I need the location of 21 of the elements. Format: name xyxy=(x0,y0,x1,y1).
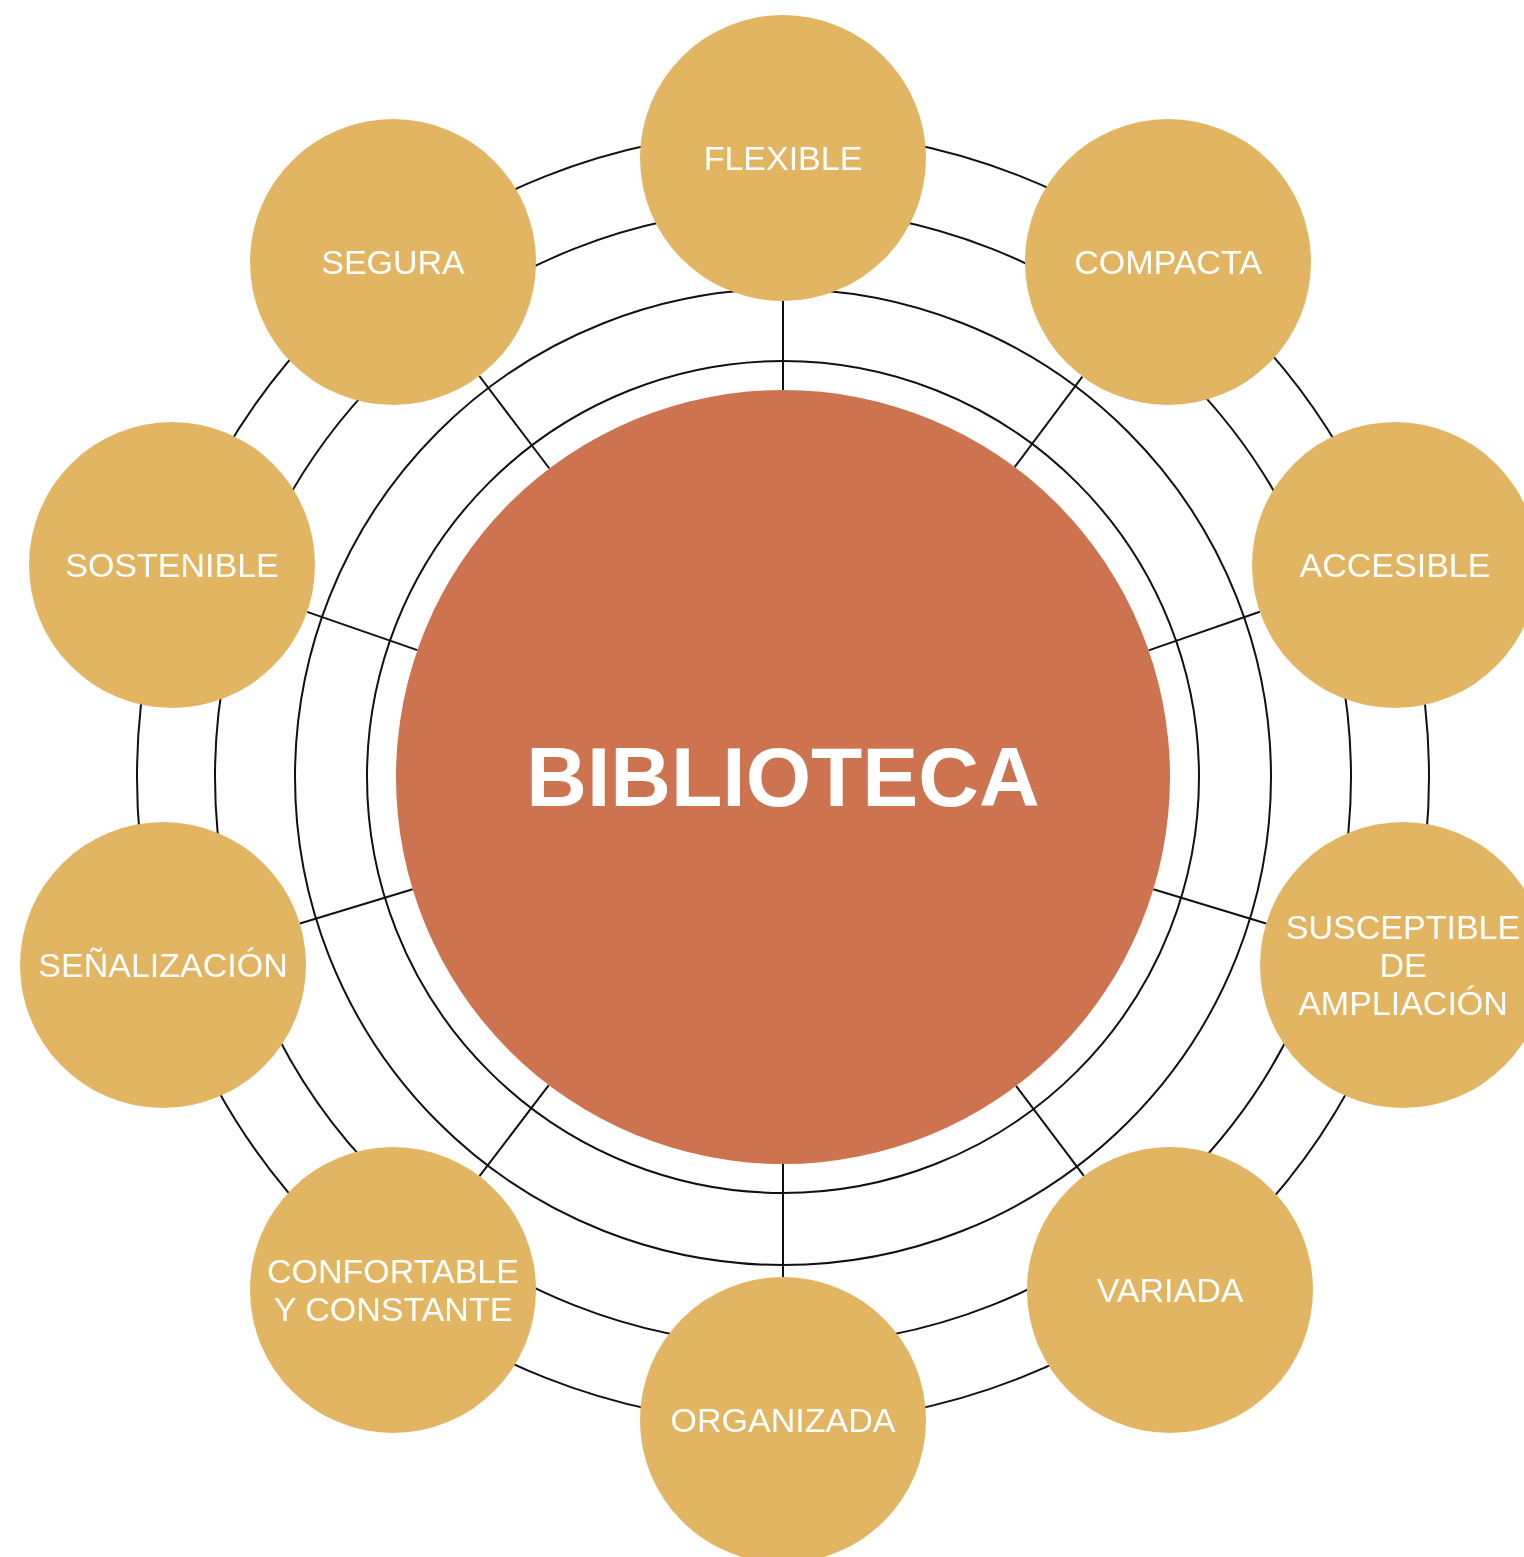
connector-line xyxy=(306,610,419,652)
attribute-label: CONFORTABLE Y CONSTANTE xyxy=(267,1251,519,1329)
title-label: BIBLIOTECA xyxy=(526,729,1040,825)
attribute-label: VARIADA xyxy=(1096,1270,1244,1310)
attribute-label: SEÑALIZACIÓN xyxy=(38,945,288,985)
connector-line xyxy=(478,375,551,470)
attribute-label: SOSTENIBLE xyxy=(65,545,279,585)
attribute-label: COMPACTA xyxy=(1074,242,1262,282)
connector-line xyxy=(1147,610,1261,652)
connector-line xyxy=(1015,1084,1085,1177)
connector-line xyxy=(782,1163,784,1278)
attribute-label: SEGURA xyxy=(321,242,465,282)
attribute-label: FLEXIBLE xyxy=(703,138,863,178)
attribute-label: ACCESIBLE xyxy=(1299,545,1491,585)
attribute-label: ORGANIZADA xyxy=(670,1400,896,1440)
connector-line xyxy=(1152,888,1268,925)
connector-line xyxy=(1013,375,1084,469)
attribute-label: SUSCEPTIBLE DE AMPLIACIÓN xyxy=(1285,907,1521,1023)
connector-line xyxy=(478,1084,550,1178)
connector-line xyxy=(298,888,414,925)
connector-line xyxy=(782,300,784,391)
